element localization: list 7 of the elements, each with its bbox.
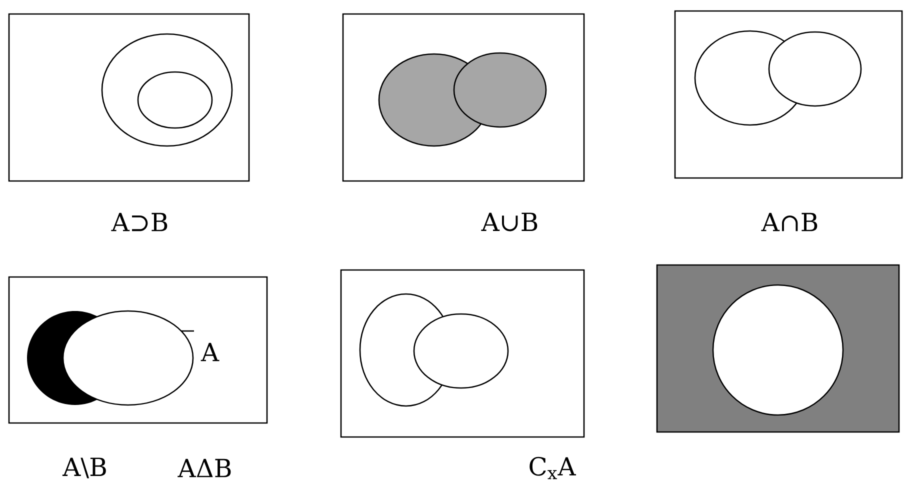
set-notation: A <box>200 342 220 362</box>
set-notation: A∪B <box>481 212 538 232</box>
set-notation: A⊃B <box>111 212 168 232</box>
set-notation: C$_{x}$A <box>530 456 576 480</box>
set-notation: A∩B <box>761 212 818 232</box>
set-notation: A\B <box>62 458 106 478</box>
set-notation: AΔB <box>178 458 231 478</box>
